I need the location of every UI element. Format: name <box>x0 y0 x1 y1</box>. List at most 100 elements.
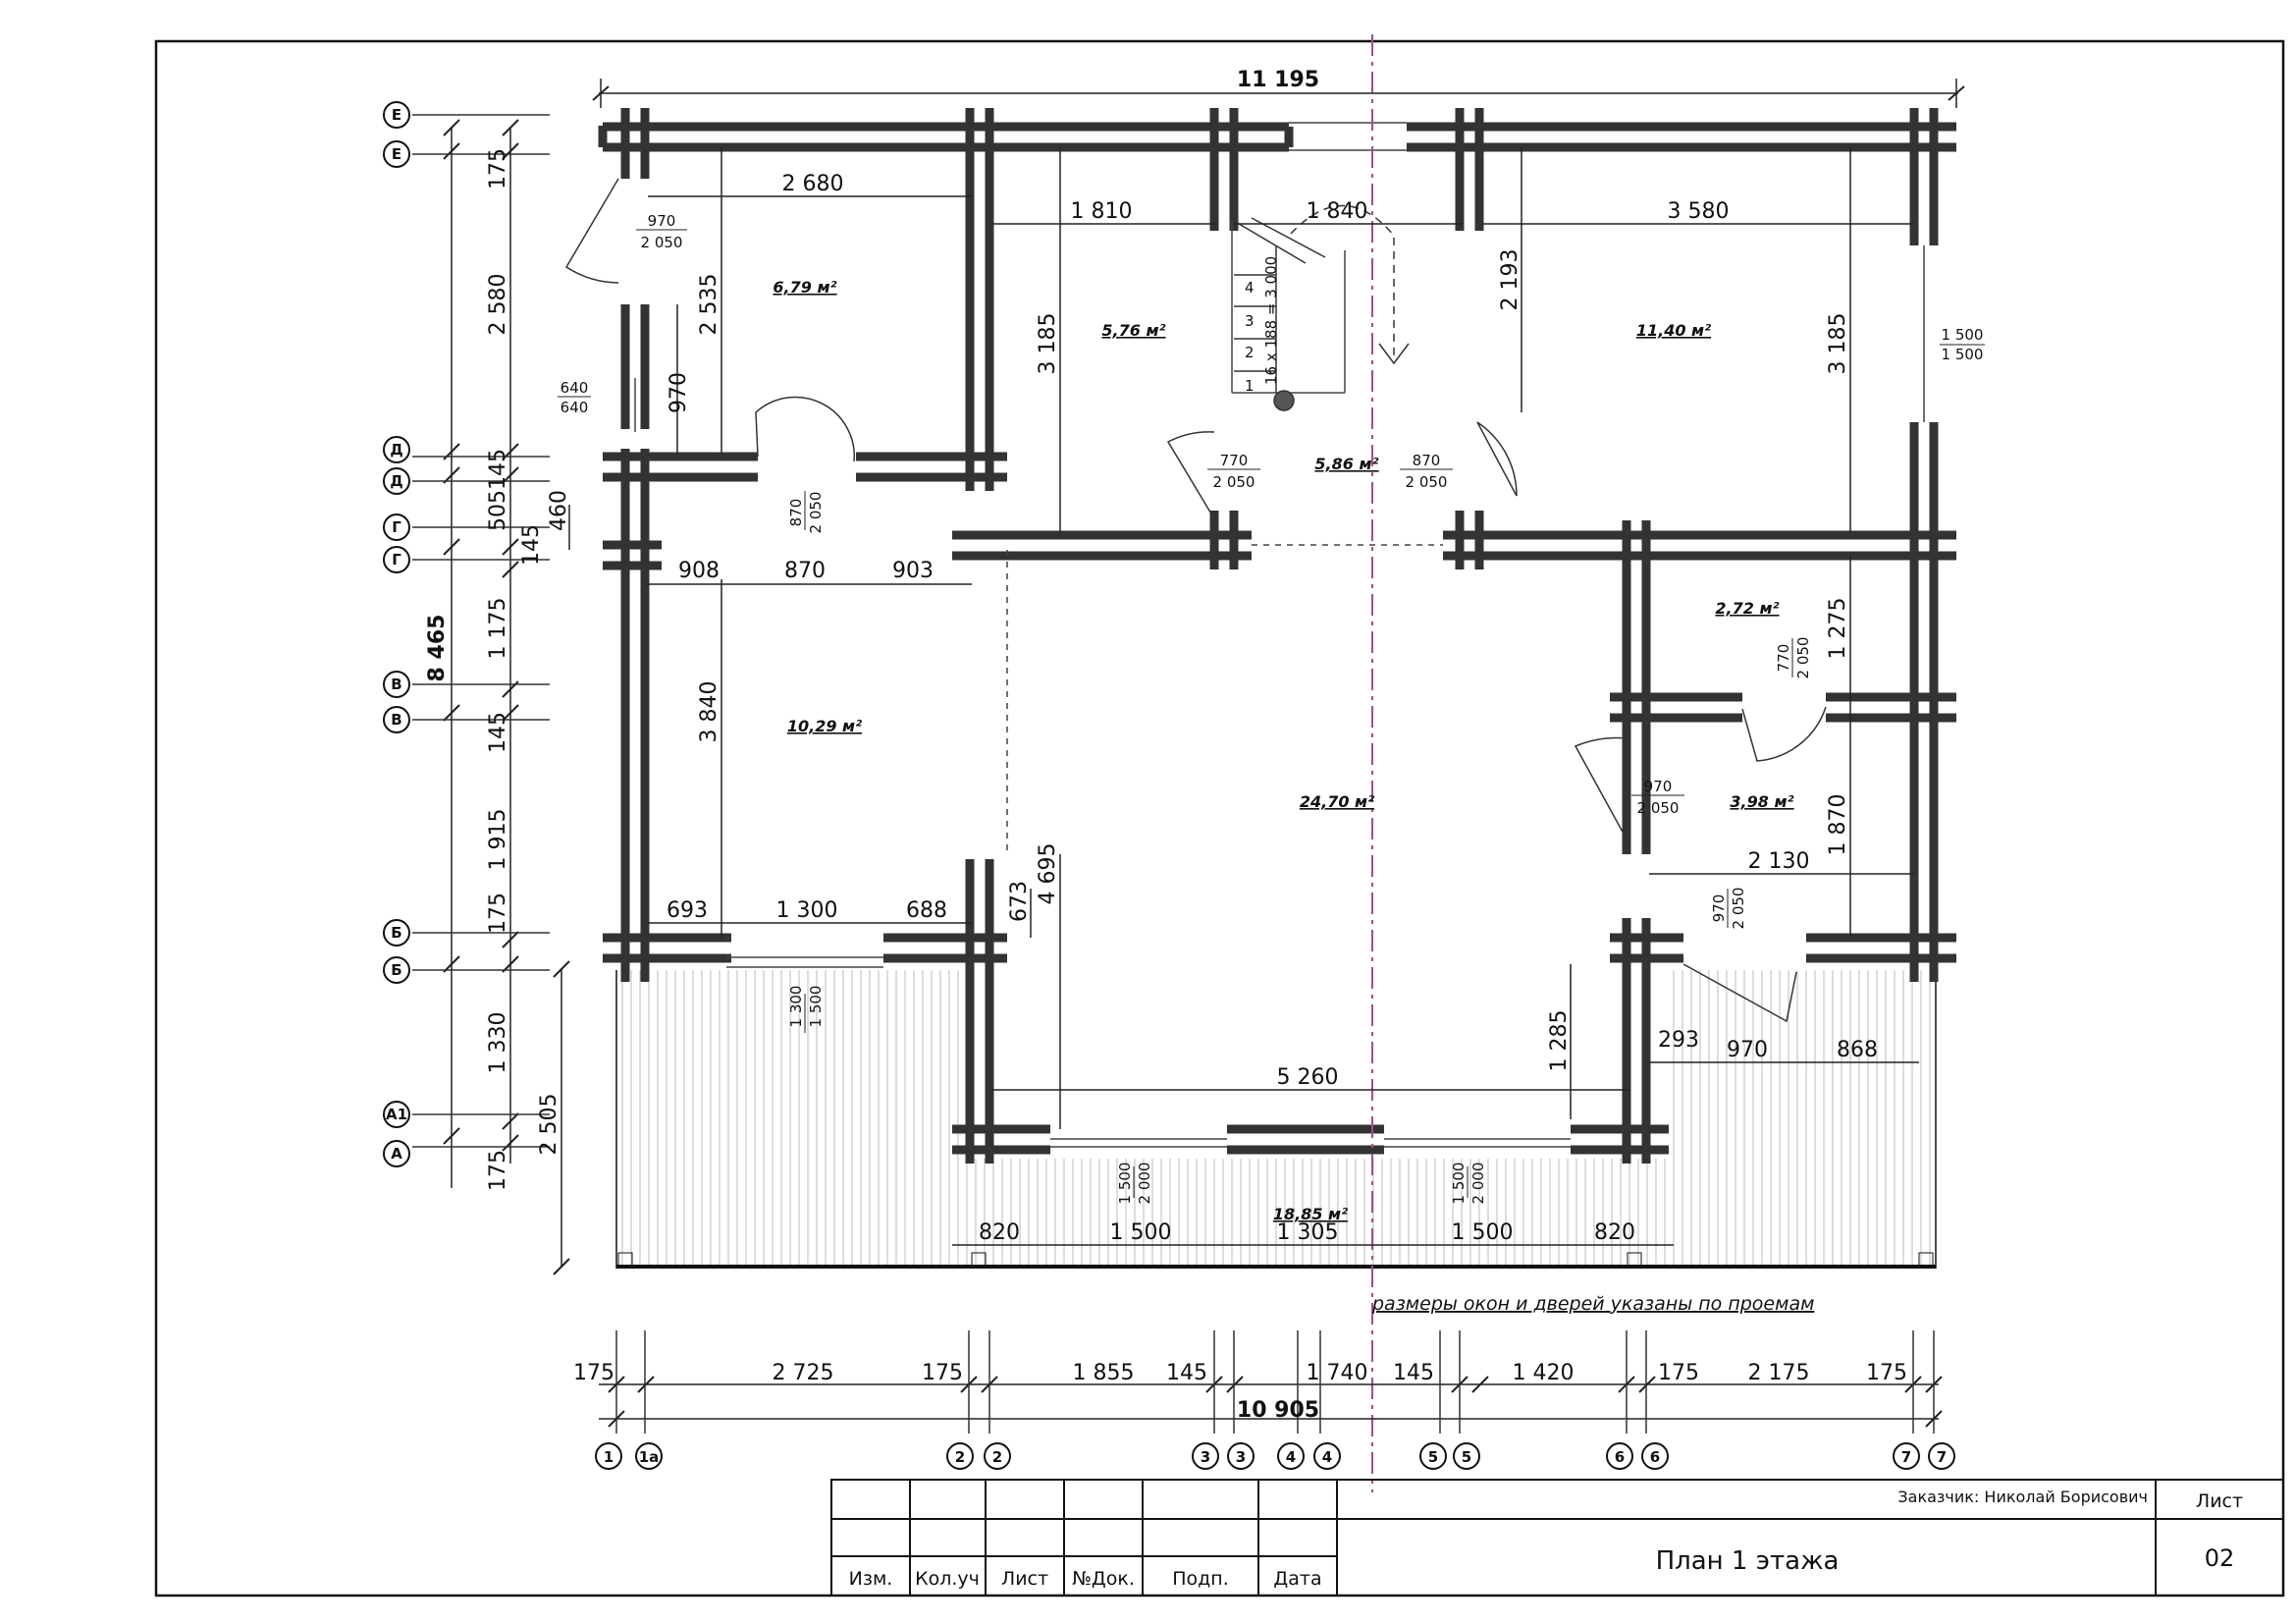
bottom-dim: 175 <box>573 1361 614 1385</box>
axis-label: А <box>391 1145 402 1163</box>
axis-label: 7 <box>1901 1448 1911 1466</box>
dim-693: 693 <box>667 898 708 923</box>
window-width: 1 500 <box>1450 1163 1468 1205</box>
room-area: 18,85 м² <box>1273 1205 1348 1223</box>
dim-820a: 820 <box>979 1220 1020 1245</box>
col-label: Кол.уч <box>915 1568 980 1590</box>
left-dim: 1 915 <box>486 809 510 871</box>
axis-label: В <box>391 711 401 729</box>
col-label: Дата <box>1273 1568 1321 1590</box>
overall-width: 11 195 <box>1237 68 1319 92</box>
axis-label: 3 <box>1236 1448 1246 1466</box>
dim-1300: 1 300 <box>776 898 838 923</box>
door-width: 870 <box>1413 452 1441 469</box>
window-height: 2 000 <box>1469 1163 1487 1205</box>
axis-leaders <box>412 114 1935 1434</box>
axis-label: Е <box>392 106 401 124</box>
dim-1840: 1 840 <box>1307 199 1368 224</box>
door-width: 870 <box>787 499 805 527</box>
window-height: 640 <box>561 399 589 416</box>
bottom-dim: 175 <box>1658 1361 1699 1385</box>
dim-820b: 820 <box>1594 1220 1635 1245</box>
title-block <box>830 1479 2284 1597</box>
room-areas: 6,79 м² 5,76 м² 5,86 м² 11,40 м² 10,29 м… <box>773 278 1793 1223</box>
opening-fractions <box>558 229 1985 1198</box>
bottom-dim: 145 <box>1393 1361 1434 1385</box>
axis-label: 1 <box>604 1448 614 1466</box>
door-height: 2 050 <box>1794 637 1812 679</box>
left-dim: 145 <box>519 524 544 566</box>
axis-label: 1а <box>639 1448 660 1466</box>
room-area: 24,70 м² <box>1300 792 1374 811</box>
opening-labels: 970 2 050 640 640 770 2 050 870 2 050 1 … <box>561 212 1984 1204</box>
axis-label: Г <box>392 518 401 536</box>
col-label: Подп. <box>1172 1568 1229 1590</box>
axis-label: 4 <box>1322 1448 1332 1466</box>
door-height: 2 050 <box>1637 799 1680 817</box>
dim-688: 688 <box>906 898 947 923</box>
room-area: 3,98 м² <box>1730 792 1793 811</box>
left-dim: 175 <box>486 1150 510 1191</box>
stair-step-4: 4 <box>1245 279 1255 297</box>
dim-1285: 1 285 <box>1547 1010 1572 1072</box>
dim-1500a: 1 500 <box>1110 1220 1172 1245</box>
door-height: 2 050 <box>807 492 825 534</box>
room-area: 5,76 м² <box>1101 321 1165 340</box>
stair-step-2: 2 <box>1245 344 1255 361</box>
bottom-chain: 175 2 725 175 1 855 145 1 740 145 1 420 … <box>573 1361 1907 1385</box>
stair-start-icon <box>1273 390 1295 411</box>
dimension-note: размеры окон и дверей указаны по проемам <box>1371 1293 1814 1315</box>
left-dim: 505 <box>486 490 510 531</box>
dim-868: 868 <box>1837 1038 1878 1062</box>
dim-1500b: 1 500 <box>1452 1220 1514 1245</box>
window-width: 640 <box>561 379 589 397</box>
door-height: 2 050 <box>1213 473 1255 491</box>
axis-label: Д <box>390 441 402 459</box>
dim-970: 970 <box>667 372 691 413</box>
left-dim: 175 <box>486 893 510 934</box>
bottom-dim: 175 <box>922 1361 963 1385</box>
door-swings <box>564 178 1827 1023</box>
door-width: 970 <box>1710 894 1728 923</box>
bottom-dim: 175 <box>1866 1361 1907 1385</box>
axis-label: Е <box>392 145 401 163</box>
dim-4695: 4 695 <box>1036 843 1060 905</box>
door-width: 970 <box>1644 778 1673 795</box>
window-height: 1 500 <box>1942 346 1984 363</box>
col-label: Лист <box>1001 1568 1048 1590</box>
axis-label: А1 <box>386 1106 407 1123</box>
dim-673: 673 <box>1007 881 1032 922</box>
left-dim: 2 580 <box>486 274 510 336</box>
dim-3840: 3 840 <box>697 681 721 743</box>
left-dim: 1 330 <box>486 1012 510 1074</box>
axis-label: 5 <box>1428 1448 1438 1466</box>
stair-label: 16 x 188 = 3 000 <box>1262 256 1280 385</box>
window-height: 2 000 <box>1136 1163 1153 1205</box>
stair-step-3: 3 <box>1245 312 1255 330</box>
axis-label: 5 <box>1462 1448 1471 1466</box>
stair-step-1: 1 <box>1245 377 1255 395</box>
axis-label: 7 <box>1937 1448 1947 1466</box>
door-width: 770 <box>1775 644 1792 673</box>
bottom-dim: 145 <box>1166 1361 1207 1385</box>
left-axis-markers <box>383 101 410 1167</box>
room-area: 11,40 м² <box>1636 321 1711 340</box>
dim-2680: 2 680 <box>782 172 844 196</box>
dim-2193: 2 193 <box>1498 249 1522 311</box>
window-width: 1 500 <box>1116 1163 1134 1205</box>
left-dim: 145 <box>486 712 510 753</box>
door-width: 970 <box>648 212 676 230</box>
dim-1275: 1 275 <box>1826 598 1850 660</box>
left-chain: 175 2 580 145 505 145 1 175 145 1 915 17… <box>486 148 561 1191</box>
room-area: 10,29 м² <box>787 717 862 735</box>
dimension-lines <box>451 79 1958 1420</box>
interior-lines <box>634 122 1925 1148</box>
window-width: 1 500 <box>1942 326 1984 344</box>
dim-1305: 1 305 <box>1277 1220 1339 1245</box>
axis-label: Б <box>391 924 401 942</box>
door-width: 770 <box>1220 452 1249 469</box>
axis-label: Б <box>391 961 401 979</box>
door-height: 2 050 <box>1730 888 1747 930</box>
axis-label: 4 <box>1286 1448 1296 1466</box>
